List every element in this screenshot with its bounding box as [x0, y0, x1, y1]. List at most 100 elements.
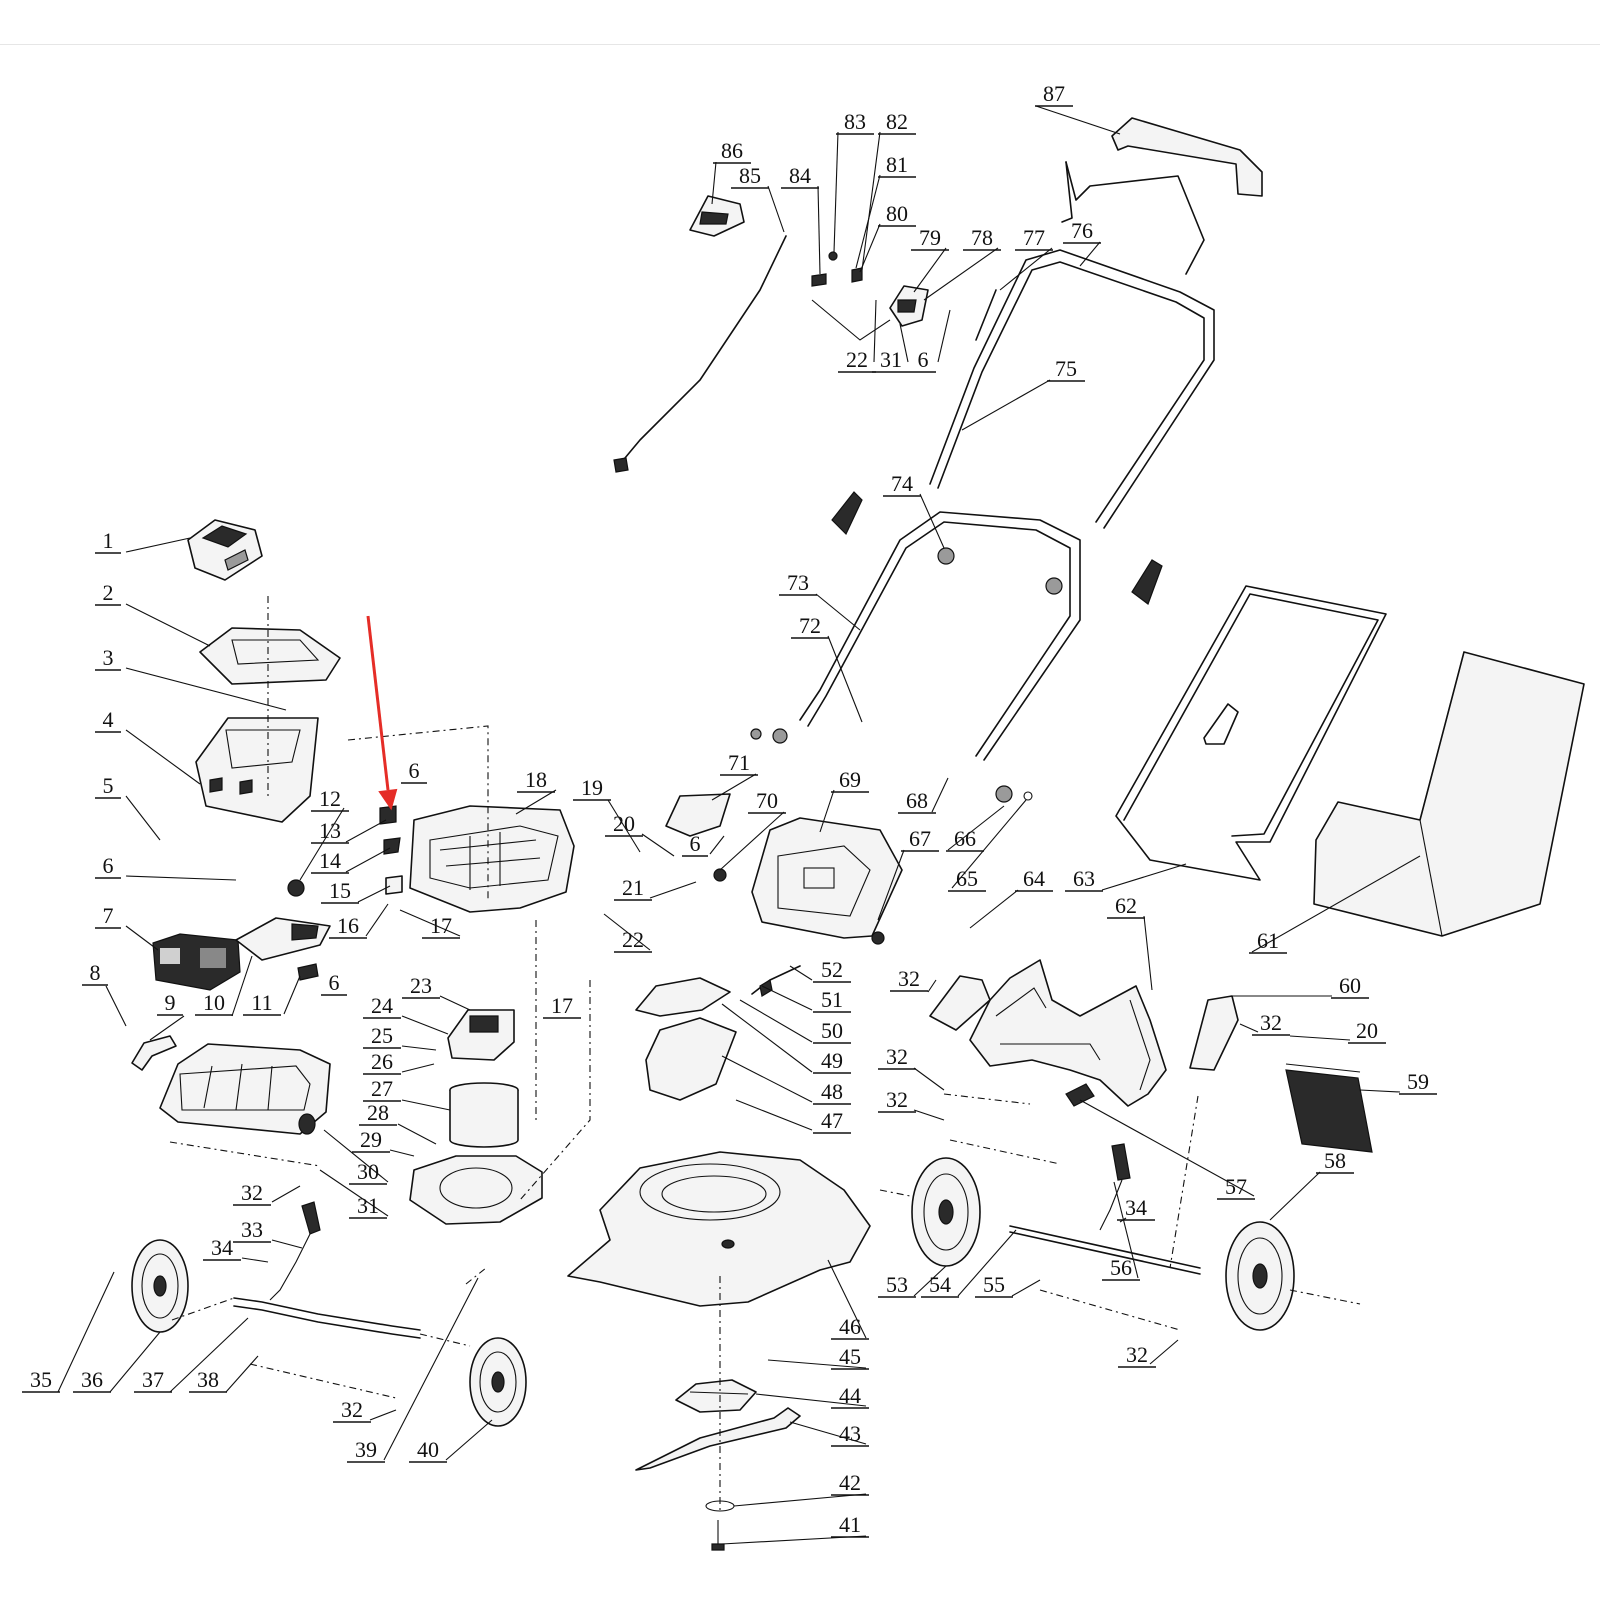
part-number: 35	[30, 1367, 52, 1392]
part-number: 80	[886, 201, 908, 226]
part-number: 27	[371, 1076, 393, 1101]
part-number: 51	[821, 987, 843, 1012]
part-label-48: 48	[813, 1079, 851, 1105]
part-number: 1	[103, 528, 114, 553]
part-label-22: 22	[838, 347, 876, 373]
part-number: 62	[1115, 893, 1137, 918]
part-upper-housing	[409, 805, 575, 913]
part-label-46: 46	[831, 1314, 869, 1340]
part-label-87: 87	[1035, 81, 1073, 107]
part-label-17: 17	[543, 993, 581, 1019]
part-number: 52	[821, 957, 843, 982]
part-label-31: 31	[349, 1193, 387, 1219]
part-number: 75	[1055, 356, 1077, 381]
part-label-19: 19	[573, 775, 611, 801]
part-label-86: 86	[713, 138, 751, 164]
part-label-26: 26	[363, 1049, 401, 1075]
part-label-15: 15	[321, 878, 359, 904]
part-number: 70	[756, 788, 778, 813]
part-number: 45	[839, 1344, 861, 1369]
part-label-84: 84	[781, 163, 819, 189]
part-battery	[152, 933, 241, 991]
part-number: 25	[371, 1023, 393, 1048]
part-number: 6	[103, 853, 114, 878]
part-label-32: 32	[890, 966, 928, 992]
part-label-25: 25	[363, 1023, 401, 1049]
part-number: 43	[839, 1421, 861, 1446]
part-label-73: 73	[779, 570, 817, 596]
part-number: 50	[821, 1018, 843, 1043]
part-label-57: 57	[1217, 1174, 1255, 1200]
part-number: 59	[1407, 1069, 1429, 1094]
part-label-63: 63	[1065, 866, 1103, 892]
part-number: 53	[886, 1272, 908, 1297]
part-grass-bag-frame	[1115, 585, 1387, 881]
part-label-9: 9	[157, 990, 183, 1016]
part-label-83: 83	[836, 109, 874, 135]
part-label-17: 17	[422, 913, 460, 939]
part-number: 72	[799, 613, 821, 638]
part-number: 74	[891, 471, 913, 496]
part-number: 9	[165, 990, 176, 1015]
part-number: 18	[525, 767, 547, 792]
part-label-23: 23	[402, 973, 440, 999]
part-number: 44	[839, 1383, 861, 1408]
part-number: 21	[622, 875, 644, 900]
part-label-65: 65	[948, 866, 986, 892]
part-label-30: 30	[349, 1159, 387, 1185]
part-number: 33	[241, 1217, 263, 1242]
part-number: 54	[929, 1272, 951, 1297]
part-number: 31	[880, 347, 902, 372]
part-label-6: 6	[682, 831, 708, 857]
part-label-40: 40	[409, 1437, 447, 1463]
part-number: 6	[329, 970, 340, 995]
part-upper-handle	[929, 249, 1215, 529]
part-number: 34	[1125, 1195, 1147, 1220]
part-number: 23	[410, 973, 432, 998]
part-label-5: 5	[95, 773, 121, 799]
part-label-32: 32	[233, 1180, 271, 1206]
part-number: 61	[1257, 928, 1279, 953]
part-label-81: 81	[878, 152, 916, 178]
part-label-6: 6	[95, 853, 121, 879]
part-label-49: 49	[813, 1048, 851, 1074]
part-number: 79	[919, 225, 941, 250]
part-number: 28	[367, 1100, 389, 1125]
part-label-34: 34	[1117, 1195, 1155, 1221]
part-number: 20	[1356, 1018, 1378, 1043]
part-label-54: 54	[921, 1272, 959, 1298]
part-number: 48	[821, 1079, 843, 1104]
part-label-67: 67	[901, 826, 939, 852]
part-number: 63	[1073, 866, 1095, 891]
part-label-11: 11	[243, 990, 281, 1016]
part-label-53: 53	[878, 1272, 916, 1298]
part-label-75: 75	[1047, 356, 1085, 382]
leader-lines	[57, 105, 1421, 1545]
part-number: 15	[329, 878, 351, 903]
part-number: 40	[417, 1437, 439, 1462]
part-label-14: 14	[311, 848, 349, 874]
part-label-76: 76	[1063, 218, 1101, 244]
part-number: 16	[337, 913, 359, 938]
part-label-52: 52	[813, 957, 851, 983]
part-number: 32	[241, 1180, 263, 1205]
part-number: 34	[211, 1235, 233, 1260]
part-number: 64	[1023, 866, 1045, 891]
part-number: 58	[1324, 1148, 1346, 1173]
part-number: 77	[1023, 225, 1045, 250]
part-number: 32	[341, 1397, 363, 1422]
part-number: 3	[103, 645, 114, 670]
part-number: 55	[983, 1272, 1005, 1297]
part-number: 36	[81, 1367, 103, 1392]
part-number: 32	[1126, 1342, 1148, 1367]
part-number: 4	[103, 707, 114, 732]
part-label-62: 62	[1107, 893, 1145, 919]
part-number: 6	[918, 347, 929, 372]
part-label-33: 33	[233, 1217, 271, 1243]
part-number: 83	[844, 109, 866, 134]
part-label-8: 8	[82, 960, 108, 986]
part-wheel-front-right	[1225, 1221, 1295, 1331]
part-label-50: 50	[813, 1018, 851, 1044]
part-number: 5	[103, 773, 114, 798]
part-label-80: 80	[878, 201, 916, 227]
